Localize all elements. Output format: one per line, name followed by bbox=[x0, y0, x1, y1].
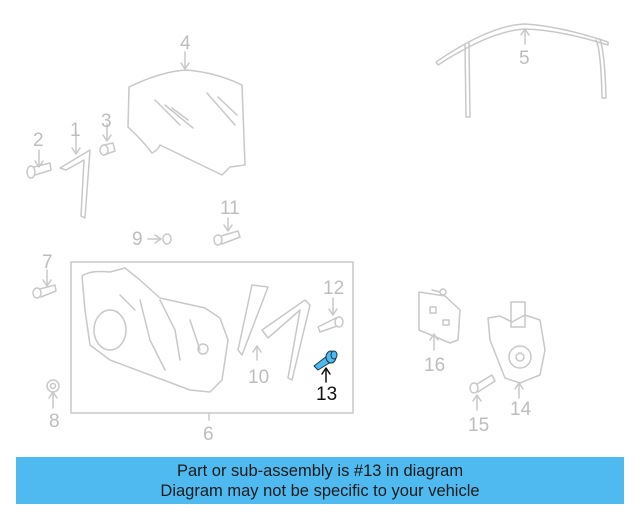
parts-diagram: 4 5 1 2 3 9 11 7 12 10 13 8 6 16 14 15 bbox=[26, 23, 609, 445]
part-6-door-module[interactable] bbox=[70, 261, 354, 421]
part-16-module[interactable] bbox=[418, 288, 461, 351]
part-7-bolt[interactable] bbox=[32, 269, 57, 299]
callout-16[interactable]: 16 bbox=[424, 355, 446, 376]
callout-13[interactable]: 13 bbox=[316, 384, 338, 405]
banner-part-notice: Part or sub-assembly is #13 in diagram bbox=[176, 462, 464, 480]
callout-14[interactable]: 14 bbox=[510, 399, 532, 420]
part-4-door-glass[interactable] bbox=[127, 51, 246, 176]
callout-1[interactable]: 1 bbox=[70, 120, 81, 141]
callout-2[interactable]: 2 bbox=[33, 130, 44, 151]
callout-12[interactable]: 12 bbox=[323, 278, 345, 299]
part-15-screw[interactable] bbox=[469, 374, 496, 411]
part-9-grommet[interactable] bbox=[147, 233, 172, 245]
part-8-grommet[interactable] bbox=[46, 379, 60, 409]
callout-15[interactable]: 15 bbox=[468, 415, 490, 436]
part-3-clip[interactable] bbox=[99, 123, 116, 156]
part-2-screw[interactable] bbox=[26, 149, 52, 179]
part-14-motor[interactable] bbox=[487, 301, 546, 399]
callout-11[interactable]: 11 bbox=[220, 198, 240, 219]
info-banner: Part or sub-assembly is #13 in diagram D… bbox=[16, 457, 624, 504]
callout-9[interactable]: 9 bbox=[132, 229, 143, 250]
part-1-trim[interactable] bbox=[59, 131, 91, 219]
callout-3[interactable]: 3 bbox=[101, 111, 112, 132]
part-11-bolt[interactable] bbox=[213, 217, 241, 246]
part-13-bolt-highlighted[interactable] bbox=[313, 350, 338, 383]
callout-6[interactable]: 6 bbox=[203, 424, 214, 445]
callout-5[interactable]: 5 bbox=[519, 48, 530, 69]
banner-disclaimer: Diagram may not be specific to your vehi… bbox=[160, 482, 480, 500]
callout-4[interactable]: 4 bbox=[180, 33, 191, 54]
callout-10[interactable]: 10 bbox=[248, 367, 270, 388]
callout-8[interactable]: 8 bbox=[49, 411, 60, 432]
callout-7[interactable]: 7 bbox=[42, 252, 53, 273]
part-12-bolt[interactable] bbox=[317, 297, 344, 333]
part-5-weatherstrip[interactable] bbox=[435, 23, 609, 118]
